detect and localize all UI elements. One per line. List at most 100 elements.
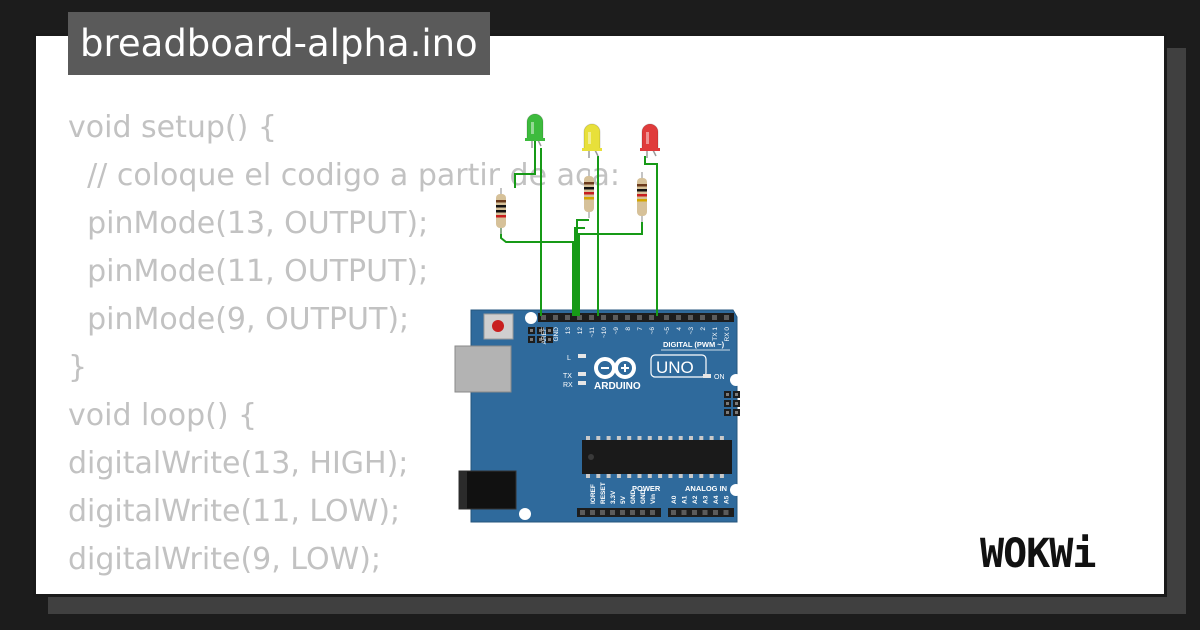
header-pin xyxy=(530,338,533,341)
pin-label: IOREF xyxy=(590,484,597,504)
chip-pin xyxy=(586,436,590,440)
code-preview: void setup() { // coloque el codigo a pa… xyxy=(68,104,620,594)
code-line: digitalWrite(11, LOW); xyxy=(68,494,401,529)
chip-pin xyxy=(616,474,621,478)
leds xyxy=(525,113,660,158)
wire xyxy=(574,227,585,316)
code-line: pinMode(11, OUTPUT); xyxy=(68,254,429,289)
header-pin xyxy=(553,315,558,320)
chip-pin xyxy=(668,474,673,478)
header-pin xyxy=(692,510,697,515)
wire xyxy=(644,156,658,316)
header-pin xyxy=(735,393,738,396)
mounting-hole xyxy=(730,484,742,496)
header-pin xyxy=(650,510,655,515)
header-pin xyxy=(726,393,729,396)
resistor-band xyxy=(584,187,594,190)
code-line: delay(5000); xyxy=(68,584,620,594)
resistor-band xyxy=(637,199,647,202)
chip-pin xyxy=(596,474,601,478)
header-pin xyxy=(539,338,542,341)
pin-label: RESET xyxy=(600,482,607,504)
wire xyxy=(514,140,536,188)
board-model: UNO xyxy=(656,358,694,377)
header-pin xyxy=(589,315,594,320)
pin-label: ~5 xyxy=(664,327,671,335)
header-pin xyxy=(724,315,729,320)
usb-connector xyxy=(454,345,512,393)
pin-label: ~9 xyxy=(613,327,620,335)
header-pin xyxy=(565,315,570,320)
header-pin xyxy=(688,315,693,320)
code-line: digitalWrite(9, LOW); xyxy=(68,542,382,577)
header-pin xyxy=(590,510,595,515)
header-pin xyxy=(676,315,681,320)
led-green-icon xyxy=(525,113,545,148)
arduino-brand-text: ARDUINO xyxy=(594,381,641,392)
wire xyxy=(576,219,589,316)
chip-pin xyxy=(719,436,724,440)
header-pin xyxy=(580,510,585,515)
code-line: pinMode(9, OUTPUT); xyxy=(68,302,410,337)
pin-label: 4 xyxy=(676,327,683,331)
header-pin xyxy=(712,315,717,320)
pin-label: ~11 xyxy=(589,327,596,338)
header-pin xyxy=(630,510,635,515)
resistor-band xyxy=(584,197,594,200)
wokwi-logo-text: WOKWi xyxy=(980,531,1095,577)
header-pin xyxy=(610,510,615,515)
wokwi-logo: WOKWi xyxy=(980,531,1096,577)
pin-label: A0 xyxy=(671,495,678,504)
chip-pin xyxy=(678,436,683,440)
wire xyxy=(500,226,574,316)
header-pin xyxy=(726,411,729,414)
pin-label: AREF xyxy=(541,327,548,344)
header-pin xyxy=(671,510,676,515)
pin-label: GND xyxy=(640,489,647,504)
header-pin xyxy=(530,329,533,332)
header-pin xyxy=(601,315,606,320)
header-pin xyxy=(637,315,642,320)
pin-label: A2 xyxy=(692,495,699,504)
icsp-header xyxy=(528,327,553,343)
code-line: } xyxy=(68,350,88,385)
led-yellow-icon xyxy=(582,123,602,158)
on-label: ON xyxy=(714,374,725,381)
chip-pin xyxy=(678,474,683,478)
code-line: pinMode(13, OUTPUT); xyxy=(68,206,429,241)
header-pin xyxy=(539,329,542,332)
project-title: breadboard-alpha.ino xyxy=(68,12,490,75)
header-pin xyxy=(613,315,618,320)
pin-label: 13 xyxy=(565,327,572,335)
resistor-band xyxy=(637,184,647,187)
code-line: digitalWrite(13, HIGH); xyxy=(68,446,409,481)
power-jack xyxy=(458,470,517,510)
chip-pin xyxy=(606,474,611,478)
pin-label: 12 xyxy=(577,327,584,335)
header-pin xyxy=(723,510,729,515)
header-pin xyxy=(681,510,687,515)
resistor xyxy=(637,172,647,222)
led-l-label: L xyxy=(567,355,571,362)
resistor-band xyxy=(637,189,647,192)
pin-label: GND xyxy=(553,327,560,342)
header-pin xyxy=(726,402,729,405)
resistor-band xyxy=(584,182,594,185)
chip-pin xyxy=(658,474,663,478)
arduino-logo-icon xyxy=(594,357,636,379)
resistor-band xyxy=(496,205,506,208)
pin-label: A4 xyxy=(713,495,720,504)
chip-pin xyxy=(699,474,704,478)
icsp-header-right xyxy=(724,391,740,416)
code-line: // coloque el codigo a partir de aca: xyxy=(68,158,620,193)
pin-label: ~10 xyxy=(601,327,608,338)
pin-label: GND xyxy=(630,489,637,504)
resistor-band xyxy=(496,215,506,218)
resistor-band xyxy=(637,194,647,197)
header-pin xyxy=(548,338,551,341)
pin-label: ~3 xyxy=(688,327,695,335)
chip-pin xyxy=(647,436,652,440)
wire xyxy=(578,222,643,316)
